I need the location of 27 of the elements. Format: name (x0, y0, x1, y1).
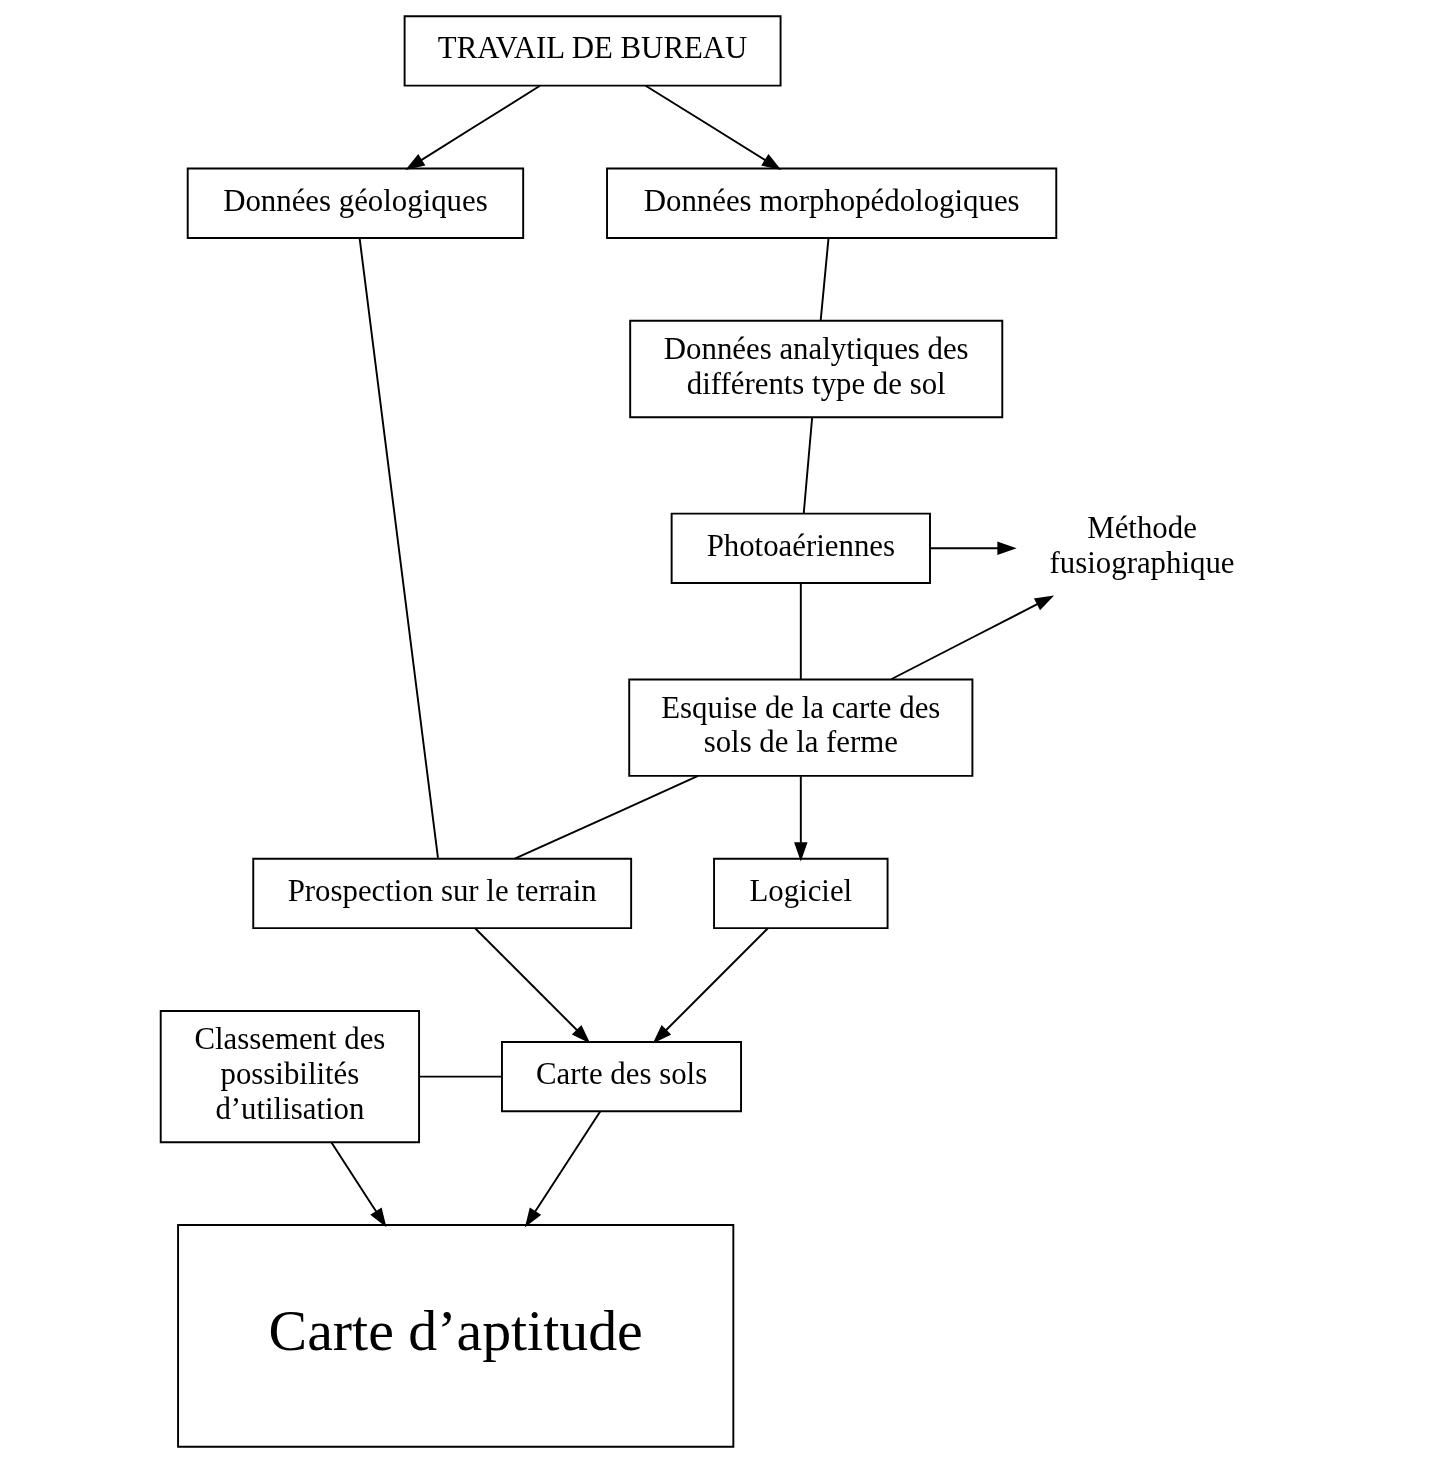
arrow (524, 1110, 602, 1228)
node-box: Données géologiques (186, 167, 525, 239)
node-box: Données analytiques des différents type de sol (629, 319, 1004, 419)
arrow (405, 84, 541, 170)
arrow (644, 84, 782, 170)
connector (802, 417, 814, 515)
node-box: Carte des sols (501, 1040, 742, 1113)
arrow (794, 775, 808, 862)
node-box: Logiciel (713, 857, 889, 930)
node-box: TRAVAIL DE BUREAU (403, 15, 782, 87)
connector (513, 775, 699, 860)
node-box: Esquise de la carte des sols de la ferme (628, 678, 974, 777)
connector (418, 1075, 503, 1078)
node-box: Photoaériennes (670, 512, 931, 584)
node-box: Données morphopédologiques (606, 167, 1058, 239)
connector (358, 237, 439, 859)
arrow (330, 1141, 387, 1228)
connector (799, 582, 802, 680)
connector (819, 237, 830, 322)
arrow (890, 595, 1055, 681)
arrow (929, 541, 1017, 556)
node-text: Méthode fusiographique (1049, 511, 1235, 581)
node-box: Classement des possibilités d’utilisation (159, 1010, 421, 1144)
node-box: Carte d’aptitude (177, 1224, 735, 1448)
arrow (474, 927, 591, 1044)
arrow (652, 927, 769, 1044)
node-box: Prospection sur le terrain (252, 857, 633, 930)
